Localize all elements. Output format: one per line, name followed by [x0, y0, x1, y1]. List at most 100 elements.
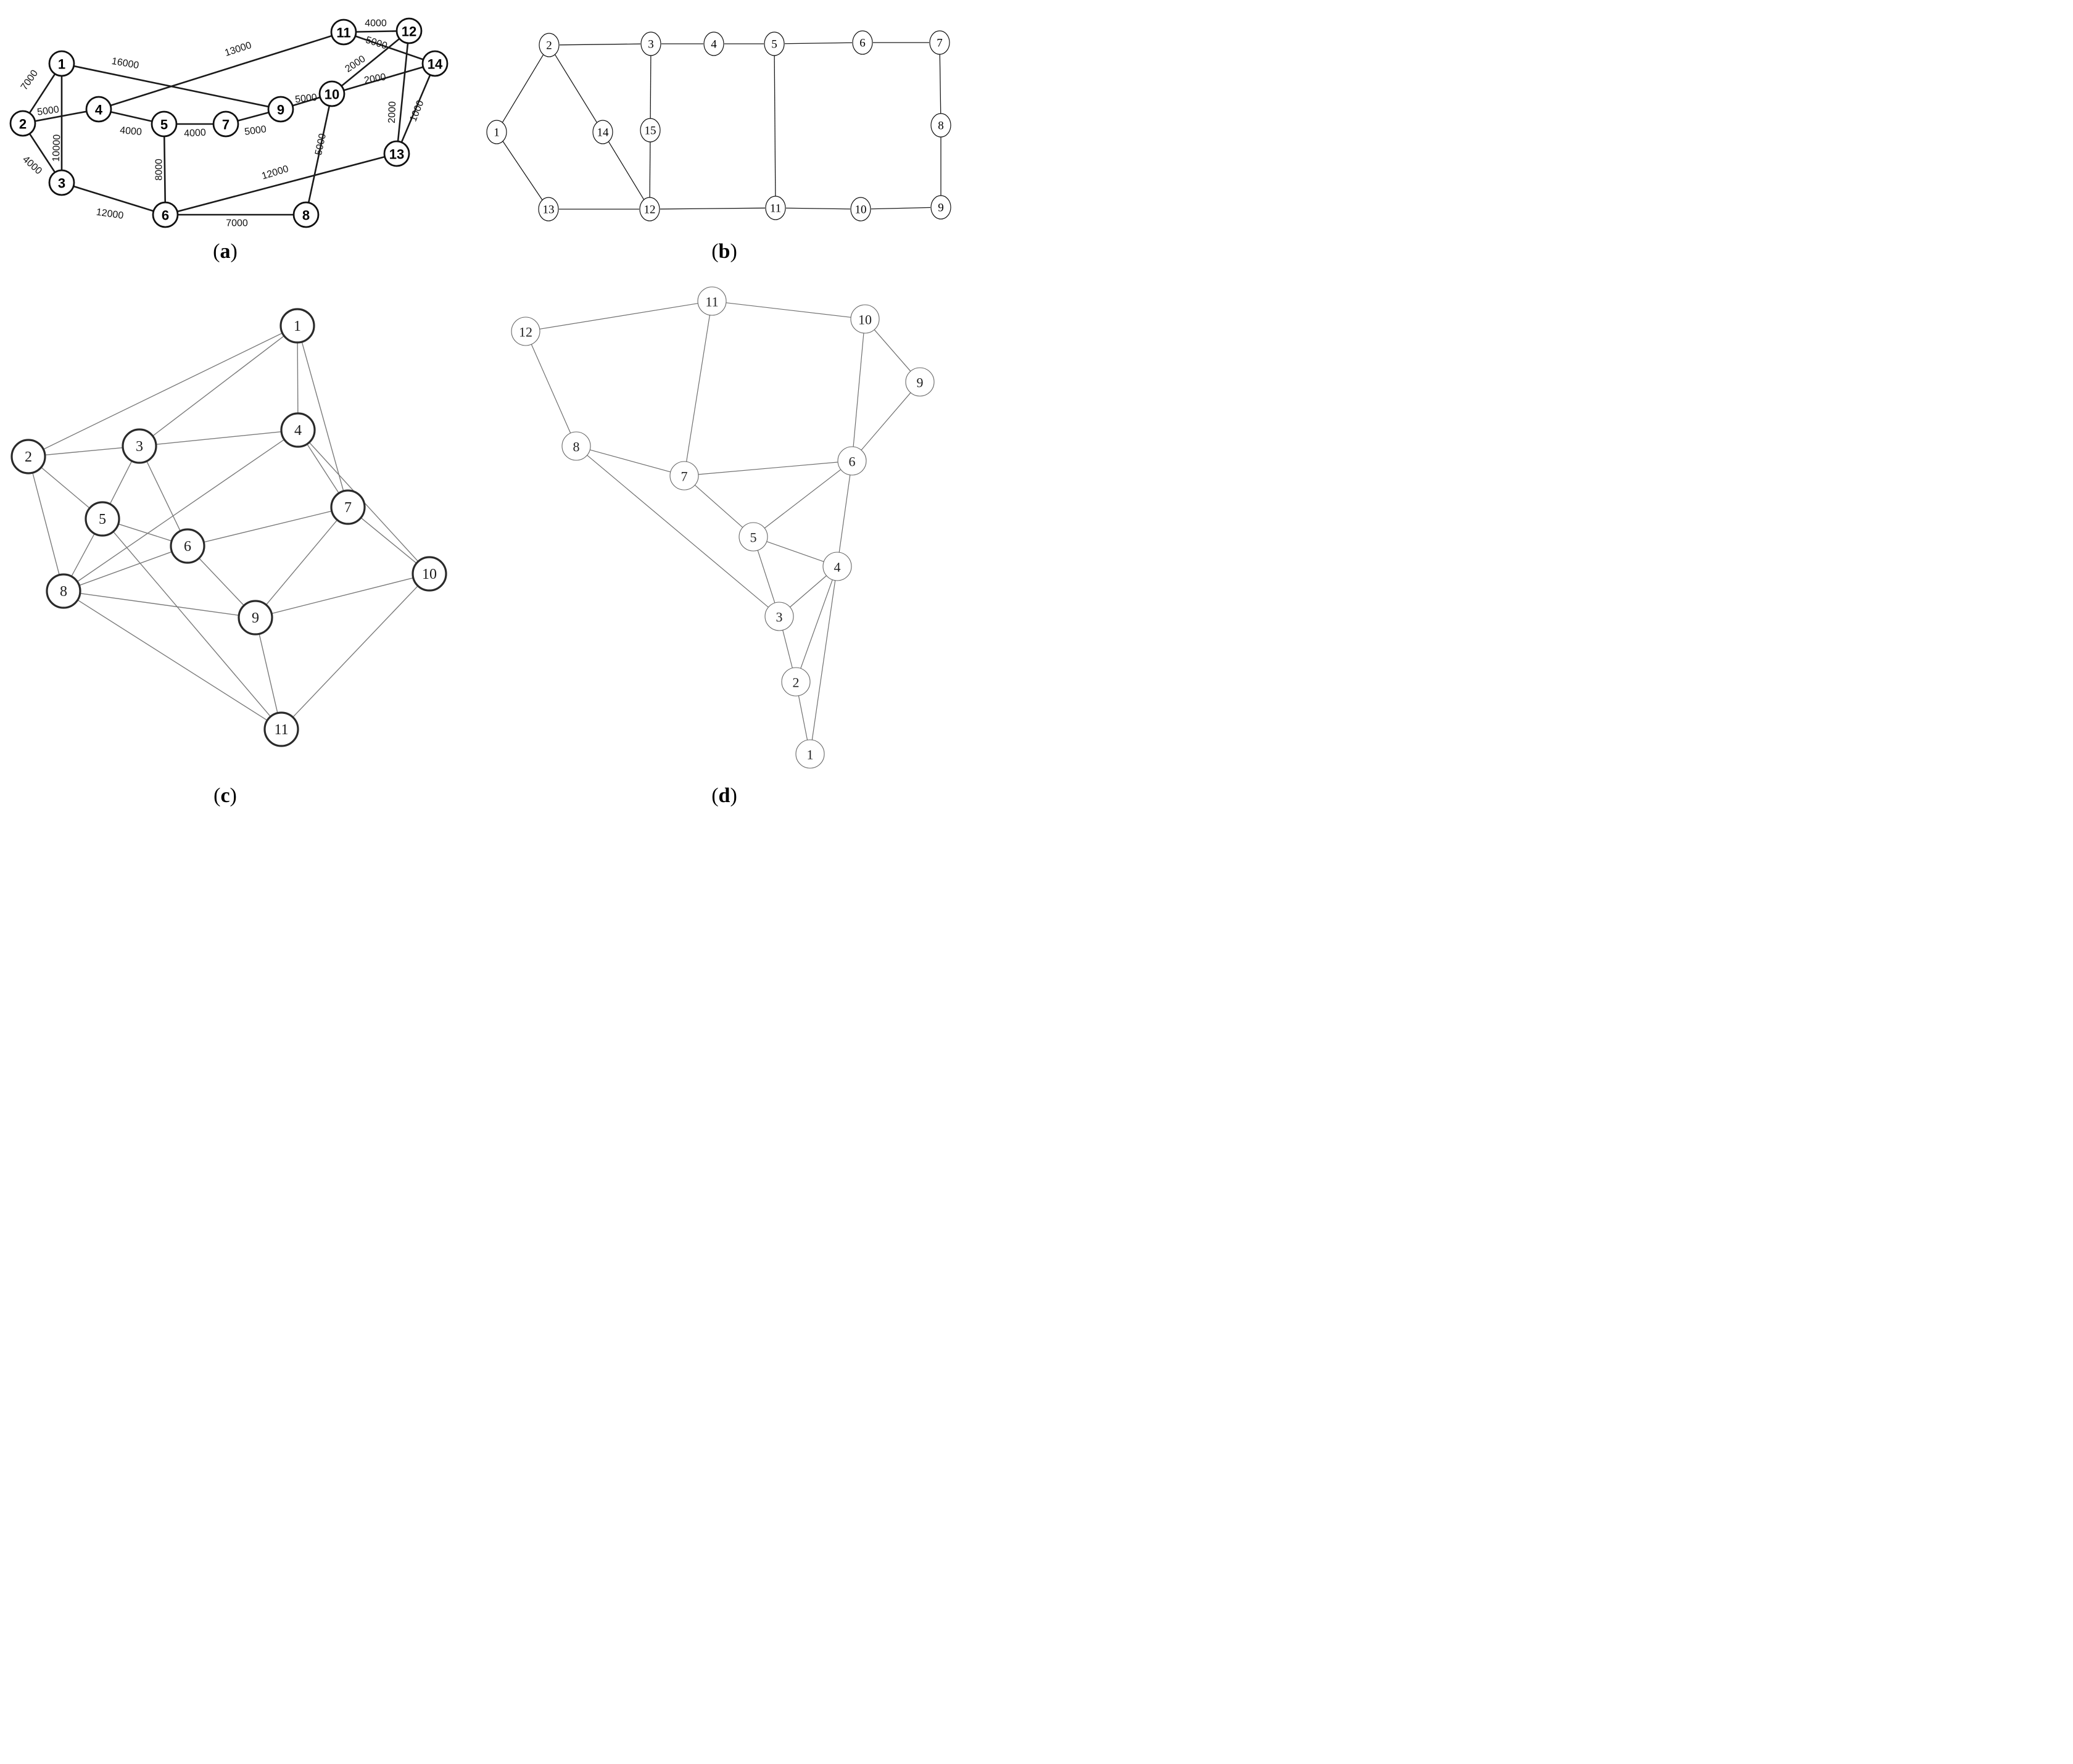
node-6: 6: [852, 30, 873, 55]
node-circle: [85, 96, 112, 123]
edge-9-10: [271, 577, 413, 615]
node-11: 11: [765, 196, 786, 220]
node-label: 10: [422, 566, 437, 582]
node-label: 2: [19, 117, 27, 132]
node-2: 2: [9, 110, 36, 137]
node-label: 9: [917, 375, 924, 391]
edge-weight-label: 7000: [226, 218, 248, 229]
node-circle: [511, 317, 540, 346]
node-circle: [930, 113, 951, 138]
edge-10-11: [785, 207, 851, 210]
edge-1-7: [301, 341, 344, 492]
node-circle: [263, 711, 299, 747]
node-label: 8: [573, 439, 580, 455]
node-circle: [561, 431, 591, 461]
network-topologies-figure: 7000100001600050004000120004000130004000…: [9, 17, 951, 807]
edge-11-14: [355, 35, 424, 60]
node-label: 4: [294, 423, 302, 439]
node-circle: [279, 308, 315, 344]
edge-2-5: [41, 466, 90, 509]
node-7: 7: [330, 489, 366, 525]
edge-4-6: [838, 474, 851, 553]
node-label: 2: [25, 449, 32, 465]
edge-weight-label: 2000: [387, 101, 398, 123]
node-label: 9: [252, 610, 259, 626]
node-label: 8: [60, 584, 67, 600]
edge-3-15: [650, 54, 652, 120]
node-8: 8: [930, 113, 951, 138]
edge-10-8: [307, 106, 331, 203]
node-circle: [703, 31, 724, 56]
node-circle: [669, 461, 699, 491]
node-circle: [905, 367, 935, 397]
node-2: 2: [539, 33, 560, 57]
node-7: 7: [929, 30, 950, 55]
node-circle: [280, 412, 316, 448]
node-label: 9: [277, 102, 284, 118]
node-circle: [151, 110, 178, 138]
edge-10-14: [343, 66, 424, 91]
edge-5-6: [118, 523, 172, 542]
node-10: 10: [850, 304, 880, 334]
edge-8-12: [531, 344, 571, 434]
edge-11-12: [539, 303, 698, 329]
node-2: 2: [781, 667, 811, 697]
node-label: 1: [494, 126, 500, 139]
edge-2-3: [44, 447, 123, 456]
node-3: 3: [764, 602, 794, 631]
node-12: 12: [639, 197, 660, 222]
edge-5-11: [112, 531, 271, 717]
node-4: 4: [280, 412, 316, 448]
edge-weight-label: 12000: [96, 207, 125, 221]
node-label: 14: [597, 126, 610, 139]
node-circle: [122, 428, 157, 464]
node-circle: [781, 667, 811, 697]
node-label: 11: [274, 722, 288, 738]
node-circle: [852, 30, 873, 55]
node-label: 14: [428, 57, 443, 72]
edge-weight-label: 5000: [364, 35, 388, 51]
node-label: 13: [543, 204, 555, 217]
node-9: 9: [238, 600, 273, 636]
node-13: 13: [383, 140, 410, 167]
node-circle: [412, 556, 447, 592]
edge-7-9: [237, 111, 270, 122]
node-circle: [765, 196, 786, 220]
edge-12-14: [608, 141, 645, 201]
node-label: 7: [937, 37, 943, 50]
edge-1-3: [152, 335, 284, 437]
edge-1-4: [811, 580, 836, 740]
edge-weight-label: 10000: [51, 134, 63, 162]
edge-7-11: [686, 315, 710, 462]
edge-3-5: [757, 550, 776, 603]
node-label: 3: [648, 38, 654, 51]
edge-5-6: [784, 42, 853, 44]
edge-weight-label: 8000: [154, 159, 165, 181]
edge-8-9: [80, 593, 239, 616]
edge-4-5: [110, 111, 152, 122]
node-11: 11: [330, 19, 357, 46]
node-label: 5: [99, 511, 106, 528]
node-circle: [538, 197, 559, 222]
edge-9-10: [292, 96, 321, 107]
node-circle: [850, 304, 880, 334]
panel-c-caption: (c): [213, 784, 237, 807]
node-label: 8: [938, 120, 944, 133]
caption-letter: b: [719, 240, 730, 263]
node-2: 2: [10, 439, 46, 474]
edge-weight-label: 4000: [184, 128, 207, 139]
edge-weight-label: 4000: [365, 19, 387, 29]
edge-6-13: [177, 155, 385, 213]
edge-1-2: [28, 73, 56, 114]
node-label: 6: [859, 37, 866, 50]
edge-1-4: [297, 342, 299, 414]
node-1: 1: [795, 739, 825, 769]
edge-1-2: [798, 695, 808, 740]
edge-3-4: [790, 575, 827, 608]
edge-7-10: [360, 517, 417, 564]
node-5: 5: [85, 501, 120, 537]
node-12: 12: [395, 17, 423, 44]
edge-weight-label: 5000: [294, 93, 317, 106]
